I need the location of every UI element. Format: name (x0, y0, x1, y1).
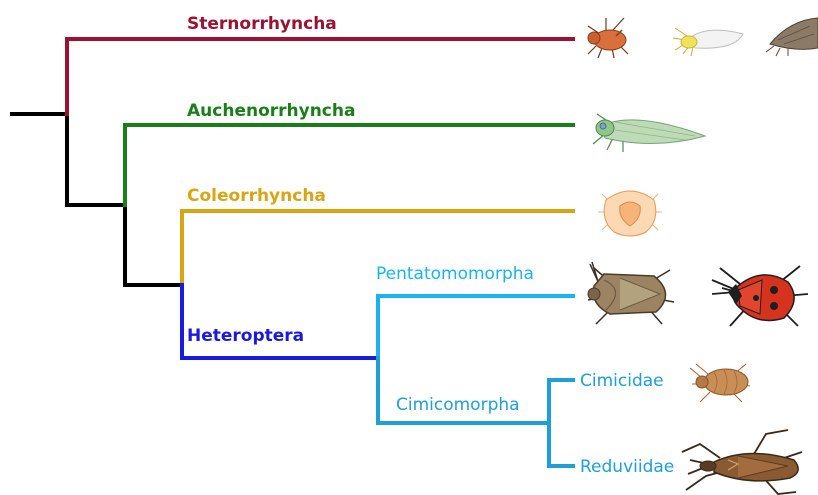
branch-reduviidae (549, 423, 573, 466)
label-cimicomorpha: Cimicomorpha (396, 395, 520, 415)
moss-bug-illustration (598, 191, 662, 236)
whitefly-illustration (673, 28, 743, 56)
firebug-illustration (712, 266, 808, 326)
label-pentatomomorpha: Pentatomomorpha (376, 264, 534, 284)
branch-pentatomomorpha (378, 296, 573, 358)
label-coleorrhyncha: Coleorrhyncha (187, 186, 326, 206)
label-auchenorrhyncha: Auchenorrhyncha (187, 101, 355, 121)
psyllid-illustration (766, 18, 818, 56)
aphid-illustration (588, 18, 628, 58)
label-cimicidae: Cimicidae (580, 371, 664, 391)
bed-bug-illustration (690, 364, 750, 402)
branch-root (12, 114, 182, 285)
label-heteroptera: Heteroptera (187, 326, 304, 346)
branch-heteroptera (182, 285, 378, 358)
taxon-labels: Sternorrhyncha Auchenorrhyncha Coleorrhy… (187, 14, 674, 477)
illustrations (588, 18, 818, 494)
label-sternorrhyncha: Sternorrhyncha (187, 14, 337, 34)
branch-cimicidae (549, 380, 573, 423)
assassin-bug-illustration (682, 430, 802, 494)
leafhopper-illustration (593, 114, 705, 152)
label-reduviidae: Reduviidae (580, 457, 674, 477)
stink-bug-illustration (588, 262, 674, 324)
